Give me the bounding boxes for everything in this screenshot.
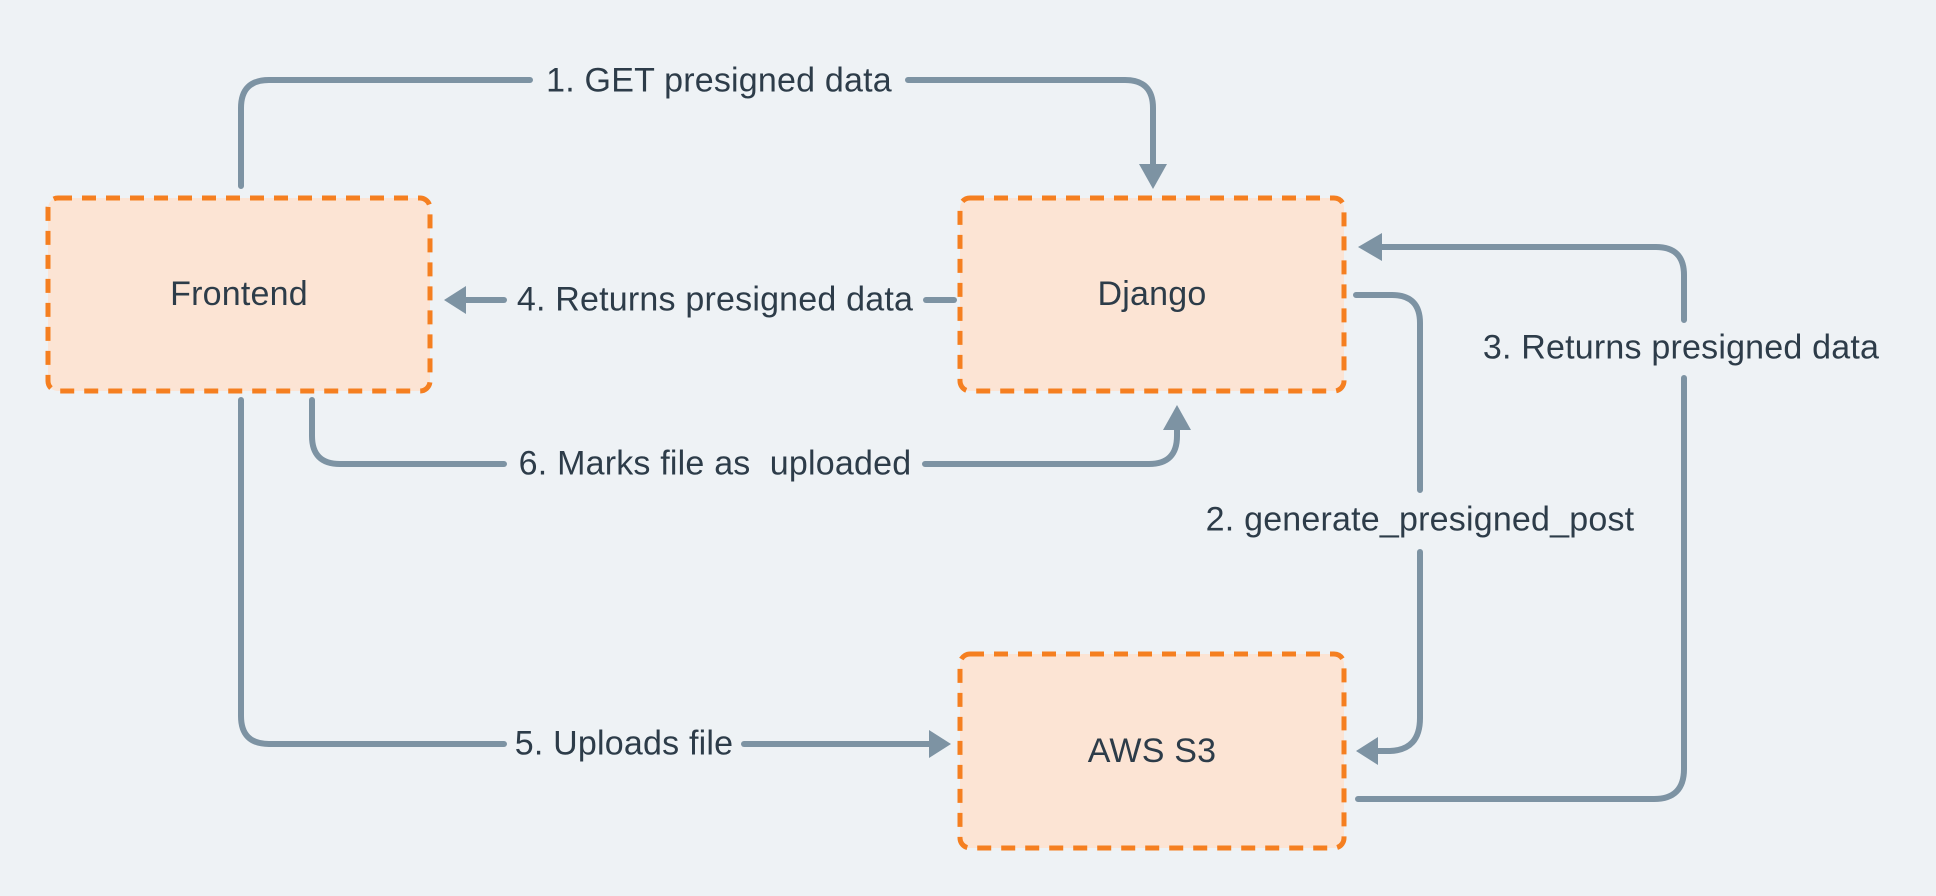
django-box	[957, 195, 1347, 394]
edge-1-label: 1. GET presigned data	[546, 61, 892, 100]
frontend-box	[45, 195, 433, 394]
edge-6-line-left	[309, 397, 507, 467]
edge-2-line-top	[1353, 292, 1423, 493]
edge-3-label: 3. Returns presigned data	[1482, 328, 1880, 367]
edge-2-line-bottom	[1375, 549, 1423, 754]
node-frontend: Frontend	[170, 275, 308, 313]
edge-5-arrowhead-right-icon	[929, 730, 951, 758]
edge-4-label: 4. Returns presigned data	[516, 280, 914, 319]
edge-6-arrowhead-up-icon	[1163, 405, 1191, 430]
edge-1-line-right	[905, 77, 1156, 168]
edge-1-arrowhead-down-icon	[1139, 164, 1167, 189]
edge-6-label: 6. Marks file as uploaded	[518, 444, 912, 483]
node-django: Django	[1097, 275, 1207, 313]
edge-4-arrowhead-left-icon	[444, 286, 466, 314]
edge-5-line-left	[238, 397, 507, 747]
edge-6-line-right	[922, 426, 1180, 467]
edge-2-arrowhead-left-icon	[1356, 737, 1378, 765]
node-aws-s3: AWS S3	[1087, 731, 1217, 770]
edge-2-label: 2. generate_presigned_post	[1205, 500, 1635, 539]
aws-s3-box	[957, 651, 1347, 851]
edge-5-label: 5. Uploads file	[514, 724, 734, 763]
edge-1-line-left	[238, 77, 533, 189]
edge-3-line-top	[1379, 244, 1687, 323]
edge-3-line-bottom	[1355, 375, 1687, 802]
edge-3-arrowhead-left-icon	[1358, 233, 1382, 261]
